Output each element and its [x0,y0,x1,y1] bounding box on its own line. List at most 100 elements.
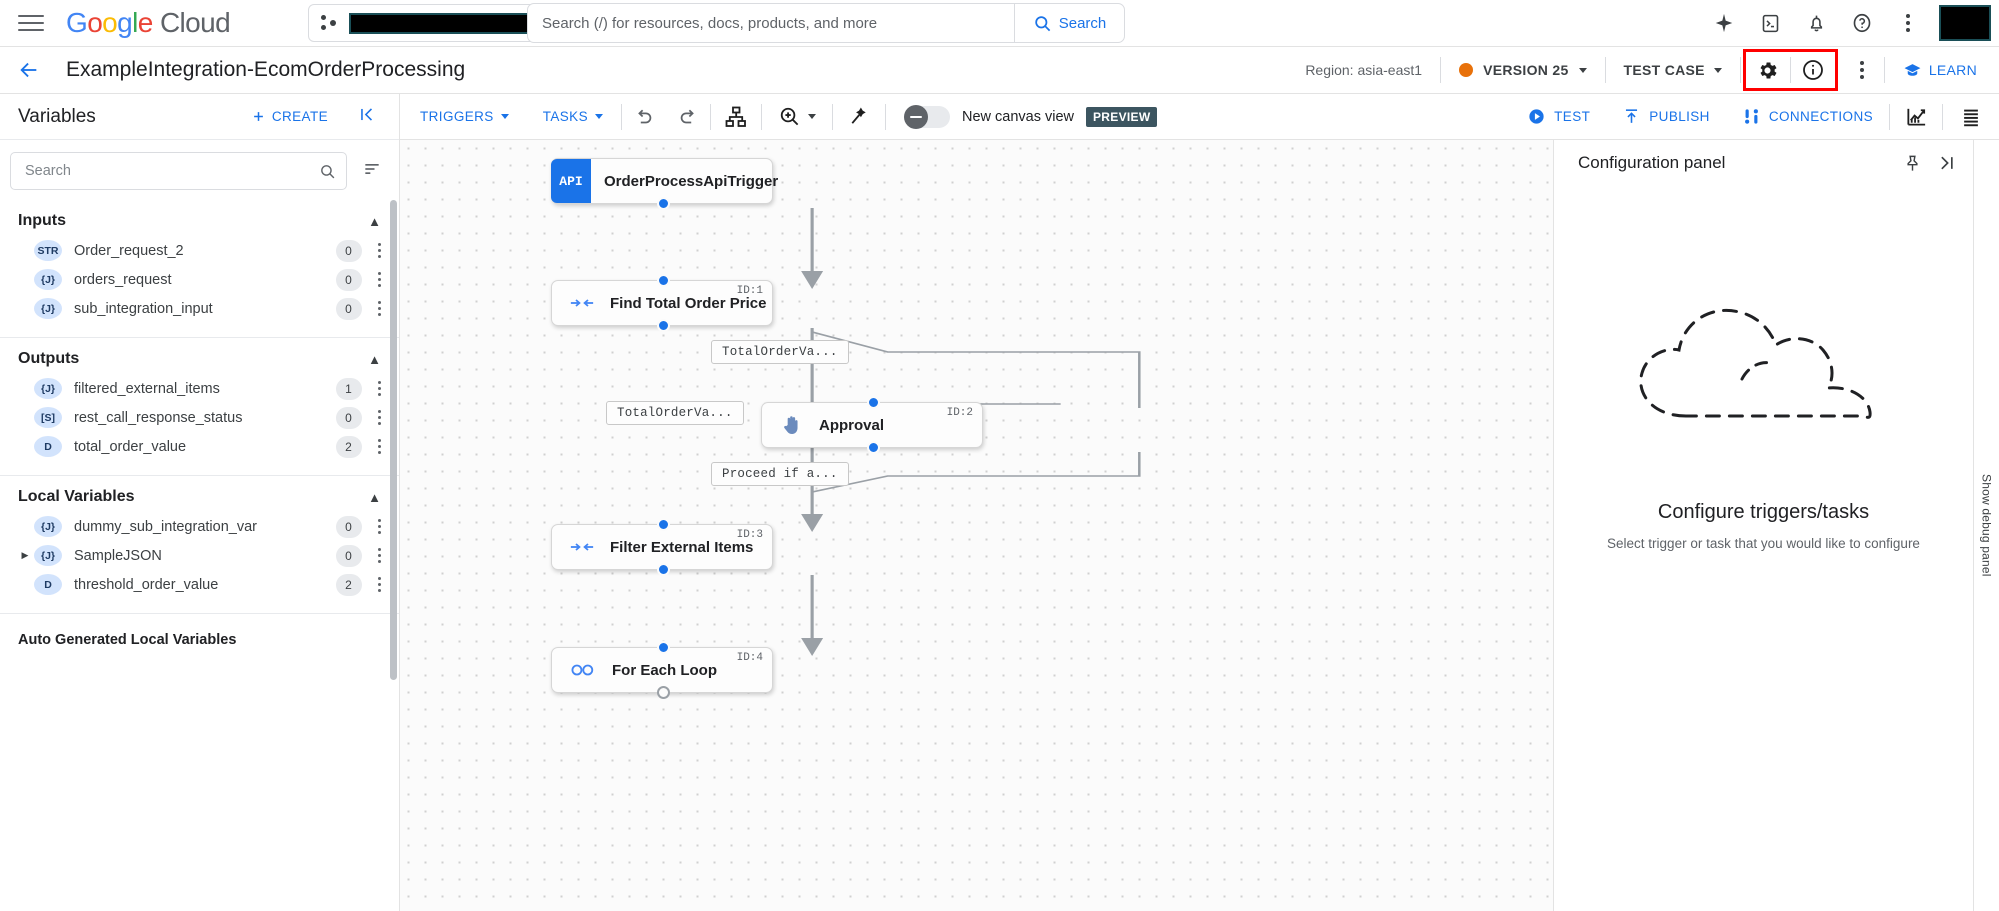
list-item[interactable]: ▶ {J} SampleJSON 0 [0,541,399,570]
node-output-port[interactable] [657,686,670,699]
list-item[interactable]: D threshold_order_value 2 [0,570,399,599]
edge-label[interactable]: TotalOrderVa... [711,340,849,364]
list-logs-icon[interactable] [1943,96,1999,138]
chevron-down-icon [1713,67,1722,73]
auto-layout-icon[interactable] [711,96,761,138]
chart-trend-icon[interactable] [1890,96,1942,138]
expand-panel-icon[interactable] [1929,146,1963,180]
search-button[interactable]: Search [1014,4,1124,42]
variable-type-badge: {J} [34,378,62,399]
search-input[interactable] [25,163,319,179]
list-item[interactable]: {J} dummy_sub_integration_var 0 [0,512,399,541]
chevron-up-icon[interactable]: ▲ [368,351,381,367]
node-label: Approval [819,416,885,434]
edge-label[interactable]: TotalOrderVa... [606,401,744,425]
expand-row-icon[interactable]: ▶ [21,550,29,560]
list-item[interactable]: D total_order_value 2 [0,432,399,461]
variable-name: sub_integration_input [74,300,213,317]
section-header-outputs[interactable]: Outputs ▲ [0,338,399,374]
node-for-each-loop[interactable]: For Each Loop ID:4 [551,641,773,699]
test-case-selector[interactable]: TEST CASE [1606,62,1740,78]
title-bar: ExampleIntegration-EcomOrderProcessing R… [0,47,1999,94]
list-item[interactable]: [S] rest_call_response_status 0 [0,403,399,432]
node-find-total-order-price[interactable]: Find Total Order Price ID:1 [551,274,773,332]
node-approval[interactable]: Approval ID:2 [761,396,983,454]
node-input-port[interactable] [657,518,670,531]
section-header-inputs[interactable]: Inputs ▲ [0,200,399,236]
gemini-spark-icon[interactable] [1703,2,1745,44]
sort-icon[interactable] [359,156,385,187]
collapse-left-icon[interactable] [350,101,385,133]
global-search-bar[interactable]: Search [527,3,1125,43]
variable-name: rest_call_response_status [74,409,243,426]
divider [1739,57,1741,83]
publish-button[interactable]: PUBLISH [1606,107,1726,126]
chevron-up-icon[interactable]: ▲ [368,213,381,229]
header-icon-group [1703,2,1991,44]
pin-icon[interactable] [1895,146,1929,180]
variables-scroll-region[interactable]: Inputs ▲ STR Order_request_2 0 {J} order… [0,200,399,911]
more-vert-icon[interactable] [1840,49,1884,91]
help-question-icon[interactable] [1841,2,1883,44]
auto-generated-local-variables-title: Auto Generated Local Variables [18,632,237,648]
version-selector[interactable]: VERSION 25 [1441,62,1604,78]
learn-button[interactable]: LEARN [1885,61,1999,80]
row-more-icon[interactable] [372,297,388,321]
connections-button[interactable]: CONNECTIONS [1726,107,1889,126]
list-item[interactable]: {J} orders_request 0 [0,265,399,294]
node-input-port[interactable] [657,274,670,287]
undo-icon[interactable] [622,96,666,138]
row-more-icon[interactable] [372,377,388,401]
node-output-port[interactable] [657,197,670,210]
new-canvas-view-toggle[interactable] [903,104,950,129]
edge-label[interactable]: Proceed if a... [711,462,849,486]
list-item[interactable]: {J} filtered_external_items 1 [0,374,399,403]
node-order-process-api-trigger[interactable]: API OrderProcessApiTrigger [551,158,778,210]
info-circle-icon[interactable] [1791,49,1835,91]
hamburger-menu-icon[interactable] [18,13,44,33]
create-variable-button[interactable]: CREATE [251,109,328,124]
test-button[interactable]: TEST [1511,107,1606,126]
search-input[interactable] [528,14,1014,32]
back-arrow-icon[interactable] [12,53,46,87]
list-item[interactable]: STR Order_request_2 0 [0,236,399,265]
cloud-shell-icon[interactable] [1749,2,1791,44]
variable-count: 0 [335,544,362,567]
magic-wand-icon[interactable] [833,96,885,138]
google-cloud-logo[interactable]: Google Cloud [66,7,231,38]
row-more-icon[interactable] [372,515,388,539]
variable-name: threshold_order_value [74,576,219,593]
gear-icon[interactable] [1746,49,1790,91]
node-output-port[interactable] [867,441,880,454]
row-more-icon[interactable] [372,544,388,568]
node-input-port[interactable] [657,641,670,654]
list-item[interactable]: {J} sub_integration_input 0 [0,294,399,323]
notifications-bell-icon[interactable] [1795,2,1837,44]
row-more-icon[interactable] [372,573,388,597]
section-header-local-variables[interactable]: Local Variables ▲ [0,476,399,512]
row-more-icon[interactable] [372,268,388,292]
node-filter-external-items[interactable]: Filter External Items ID:3 [551,518,773,576]
user-avatar[interactable] [1939,5,1991,41]
show-debug-panel-label[interactable]: Show debug panel [1979,474,1994,577]
sidebar-scrollbar[interactable] [390,200,397,680]
upload-icon [1626,109,1638,123]
redo-icon[interactable] [666,96,710,138]
debug-panel-rail[interactable]: Show debug panel [1973,140,1999,911]
row-more-icon[interactable] [372,435,388,459]
row-more-icon[interactable] [372,406,388,430]
zoom-control[interactable] [762,105,832,128]
variables-search-box[interactable] [10,152,347,190]
integration-canvas[interactable]: API OrderProcessApiTrigger Find Total Or… [400,140,1553,911]
triggers-menu[interactable]: TRIGGERS [400,109,525,124]
variable-name: SampleJSON [74,547,162,564]
node-output-port[interactable] [657,563,670,576]
row-more-icon[interactable] [372,239,388,263]
chevron-up-icon[interactable]: ▲ [368,489,381,505]
node-output-port[interactable] [657,319,670,332]
highlighted-action-group [1742,49,1838,91]
more-vert-icon[interactable] [1887,2,1929,44]
node-input-port[interactable] [867,396,880,409]
empty-state-title: Configure triggers/tasks [1657,501,1870,523]
tasks-menu[interactable]: TASKS [525,109,621,124]
